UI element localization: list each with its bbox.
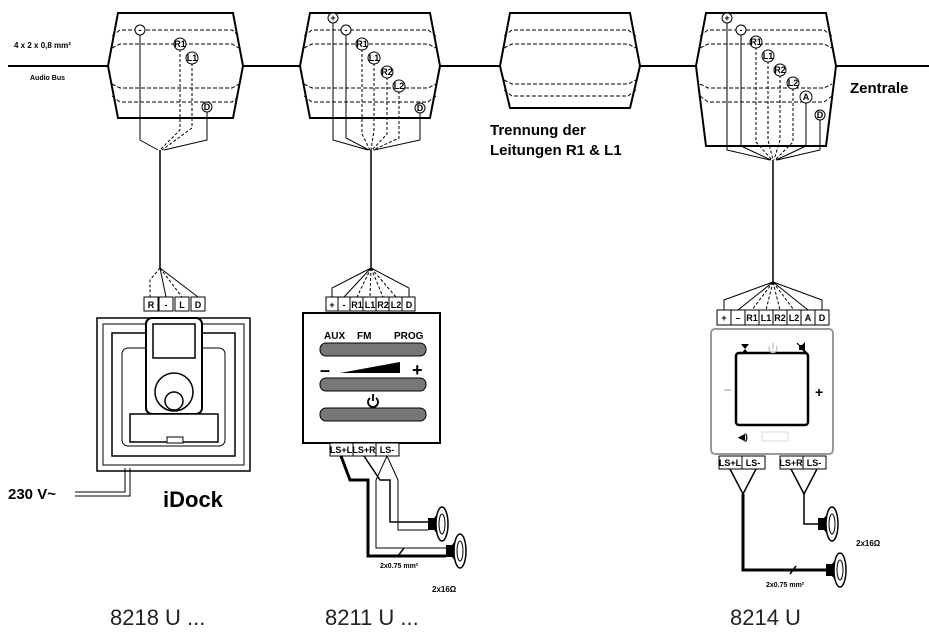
radio-power-button[interactable] [319, 407, 427, 422]
radio-out-pin-lsminus: LS- [380, 445, 395, 455]
junction-box-1: - R1 L1 D [106, 12, 245, 268]
separation-note-line2: Leitungen R1 & L1 [490, 142, 622, 159]
idock-pin-minus: - [165, 300, 168, 310]
radio-pin-strip: + - R1 L1 R2 L2 D [325, 296, 416, 312]
display-out-pin-lsminus-1: LS- [746, 458, 761, 468]
box1-terminal-d: D [204, 102, 211, 112]
idock-pin-r: R [148, 300, 155, 310]
radio-prog-label: PROG [394, 331, 424, 342]
radio-speaker-spec: 2x16Ω [432, 585, 457, 594]
hourglass-icon [741, 344, 749, 354]
radio-plus-label: + [412, 360, 423, 380]
radio-volume-button[interactable] [319, 377, 427, 392]
display-speaker-1-icon [818, 506, 839, 542]
display-pin-strip: + – R1 L1 R2 L2 A D [716, 309, 830, 326]
idock-pin-l: L [179, 300, 185, 310]
box2-terminal-r2: R2 [381, 67, 393, 77]
display-device: + – R1 L1 R2 L2 A D + ◀) [710, 281, 881, 589]
box2-terminal-l1: L1 [369, 53, 380, 63]
display-pin-minus: – [735, 313, 740, 323]
box4-terminal-plus: + [724, 13, 729, 23]
box4-terminal-d: D [817, 110, 824, 120]
cable-spec-label: 4 x 2 x 0,8 mm² [14, 41, 71, 50]
radio-cable-label: 2x0.75 mm² [380, 563, 419, 570]
radio-minus-label: – [320, 360, 330, 380]
display-pin-l2: L2 [789, 313, 800, 323]
radio-pin-d: D [406, 300, 413, 310]
display-cable-label: 2x0.75 mm² [766, 582, 805, 589]
radio-pin-r1: R1 [351, 300, 363, 310]
box4-terminal-r2: R2 [774, 65, 786, 75]
idock-name-label: iDock [163, 487, 224, 512]
display-status-strip [761, 431, 789, 442]
radio-fm-label: FM [357, 331, 371, 342]
box4-terminal-a: A [803, 92, 810, 102]
idock-device: R - L D 230 V~ iDock [8, 267, 251, 512]
box2-terminal-d: D [417, 103, 424, 113]
display-pin-d: D [819, 313, 826, 323]
box4-terminal-l2: L2 [788, 78, 799, 88]
display-pin-plus: + [721, 313, 726, 323]
standby-icon [768, 343, 778, 354]
box4-terminal-minus: - [740, 25, 743, 35]
junction-box-3 [498, 12, 642, 109]
radio-out-pin-lsl: LS+L [330, 445, 353, 455]
radio-aux-label: AUX [324, 331, 345, 342]
junction-box-2: + - R1 L1 R2 L2 D [298, 12, 442, 268]
box1-terminal-r1: R1 [174, 39, 186, 49]
display-out-pin-lsr: LS+R [779, 458, 803, 468]
display-pin-a: A [805, 313, 812, 323]
junction-box-4: + - R1 L1 R2 L2 A D [694, 12, 838, 282]
radio-out-pin-lsr: LS+R [352, 445, 376, 455]
box2-terminal-plus: + [330, 13, 335, 23]
speaker-small-icon: ◀) [737, 432, 748, 442]
display-plus-mark: + [815, 384, 823, 400]
box2-terminal-r1: R1 [356, 39, 368, 49]
display-pin-r2: R2 [774, 313, 786, 323]
power-icon [367, 394, 379, 408]
box4-terminal-l1: L1 [763, 51, 774, 61]
audio-bus-label: Audio Bus [30, 75, 65, 82]
mute-icon [796, 342, 808, 354]
box4-terminal-r1: R1 [750, 37, 762, 47]
idock-supply-label: 230 V~ [8, 486, 56, 503]
display-pin-l1: L1 [761, 313, 772, 323]
zentrale-label: Zentrale [850, 80, 908, 97]
display-pin-r1: R1 [746, 313, 758, 323]
display-model-caption: 8214 U [730, 605, 801, 630]
radio-pin-minus: - [343, 300, 346, 310]
radio-device: + - R1 L1 R2 L2 D AUX FM PROG – + LS+L L… [302, 267, 467, 594]
display-out-pin-lsl: LS+L [719, 458, 742, 468]
radio-pin-l1: L1 [365, 300, 376, 310]
idock-model-caption: 8218 U ... [110, 605, 205, 630]
box1-terminal-minus: - [139, 25, 142, 35]
radio-speaker-2-icon [446, 533, 467, 569]
radio-speaker-1-icon [428, 506, 449, 542]
box2-terminal-l2: L2 [394, 81, 405, 91]
radio-pin-r2: R2 [377, 300, 389, 310]
radio-source-button[interactable] [319, 342, 427, 357]
display-out-pin-lsminus-2: LS- [807, 458, 822, 468]
box1-terminal-l1: L1 [187, 53, 198, 63]
radio-pin-l2: L2 [391, 300, 402, 310]
idock-pin-strip: R - L D [143, 296, 206, 312]
display-speaker-spec: 2x16Ω [856, 539, 881, 548]
separation-note-line1: Trennung der [490, 122, 586, 139]
idock-pin-d: D [195, 300, 202, 310]
radio-model-caption: 8211 U ... [325, 605, 419, 630]
volume-ramp-icon [340, 362, 400, 373]
box2-terminal-minus: - [345, 25, 348, 35]
radio-pin-plus: + [329, 300, 334, 310]
display-speaker-2-icon [826, 552, 847, 588]
